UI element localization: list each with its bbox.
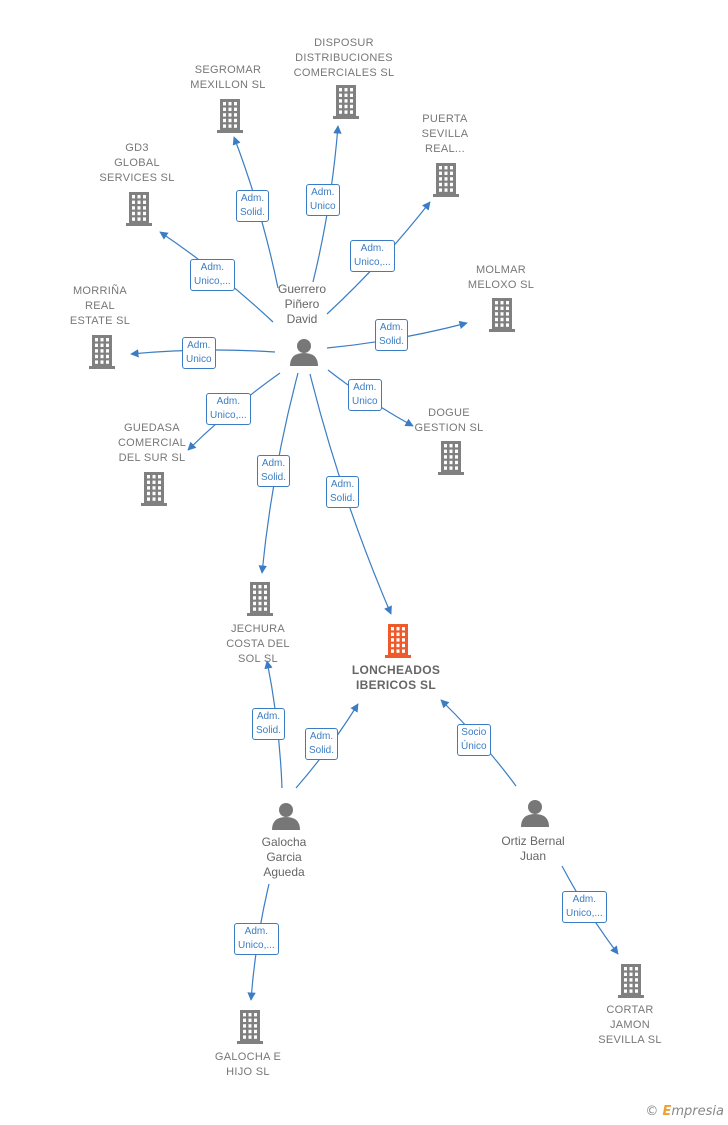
relation-badge-guerrero-guedasa[interactable]: Adm. Unico,... [206, 393, 251, 425]
company-label-jechura[interactable]: JECHURA COSTA DEL SOL SL [226, 623, 290, 665]
relation-badge-galocha-jechura[interactable]: Adm. Solid. [252, 708, 286, 740]
disposur-building-icon [333, 85, 359, 119]
person-label-guerrero[interactable]: Guerrero Piñero David [277, 282, 327, 326]
copyright-icon: © [645, 1104, 659, 1119]
dogue-building-icon [438, 441, 464, 475]
galocha-person-icon [272, 803, 300, 830]
relation-badge-guerrero-jechura[interactable]: Adm. Solid. [257, 455, 291, 487]
relation-badge-galocha-galocha-hijo[interactable]: Adm. Unico,... [234, 923, 279, 955]
guedasa-building-icon [141, 472, 167, 506]
company-label-segromar[interactable]: SEGROMAR MEXILLON SL [190, 64, 266, 91]
company-label-dogue[interactable]: DOGUE GESTION SL [414, 407, 484, 434]
brand-initial: E [662, 1104, 672, 1119]
relation-badge-guerrero-morrina[interactable]: Adm. Unico [182, 337, 216, 369]
relation-badge-guerrero-segromar[interactable]: Adm. Solid. [236, 190, 270, 222]
cortar-building-icon [618, 964, 644, 998]
morrina-building-icon [89, 335, 115, 369]
relation-badge-guerrero-molmar[interactable]: Adm. Solid. [375, 319, 409, 351]
brand-footer: © Empresia [645, 1104, 724, 1119]
company-label-morrina[interactable]: MORRIÑA REAL ESTATE SL [69, 285, 131, 327]
guerrero-person-icon [290, 339, 318, 366]
company-label-guedasa[interactable]: GUEDASA COMERCIAL DEL SUR SL [117, 422, 187, 464]
gd3-building-icon [126, 192, 152, 226]
relation-badge-guerrero-disposur[interactable]: Adm. Unico [306, 184, 340, 216]
relation-badge-guerrero-loncheados[interactable]: Adm. Solid. [326, 476, 360, 508]
relation-badge-galocha-loncheados[interactable]: Adm. Solid. [305, 728, 339, 760]
company-label-puerta[interactable]: PUERTA SEVILLA REAL... [421, 113, 469, 155]
molmar-building-icon [489, 298, 515, 332]
loncheados-building-icon [385, 624, 411, 658]
person-label-ortiz[interactable]: Ortiz Bernal Juan [501, 834, 565, 863]
company-label-disposur[interactable]: DISPOSUR DISTRIBUCIONES COMERCIALES SL [293, 37, 395, 79]
relation-badge-guerrero-gd3[interactable]: Adm. Unico,... [190, 259, 235, 291]
relation-badge-guerrero-dogue[interactable]: Adm. Unico [348, 379, 382, 411]
relation-badge-ortiz-loncheados[interactable]: Socio Único [457, 724, 491, 756]
segromar-building-icon [217, 99, 243, 133]
jechura-building-icon [247, 582, 273, 616]
relation-badge-ortiz-cortar[interactable]: Adm. Unico,... [562, 891, 607, 923]
company-label-molmar[interactable]: MOLMAR MELOXO SL [467, 264, 535, 291]
company-label-loncheados[interactable]: LONCHEADOS IBERICOS SL [351, 663, 441, 692]
company-label-galocha-hijo[interactable]: GALOCHA E HIJO SL [214, 1051, 282, 1078]
company-label-cortar[interactable]: CORTAR JAMON SEVILLA SL [598, 1004, 662, 1046]
company-label-gd3[interactable]: GD3 GLOBAL SERVICES SL [99, 142, 175, 184]
brand-name: mpresia [671, 1104, 724, 1119]
puerta-building-icon [433, 163, 459, 197]
person-label-galocha[interactable]: Galocha Garcia Agueda [261, 835, 307, 879]
ortiz-person-icon [521, 800, 549, 827]
galocha-hijo-building-icon [237, 1010, 263, 1044]
relation-badge-guerrero-puerta[interactable]: Adm. Unico,... [350, 240, 395, 272]
